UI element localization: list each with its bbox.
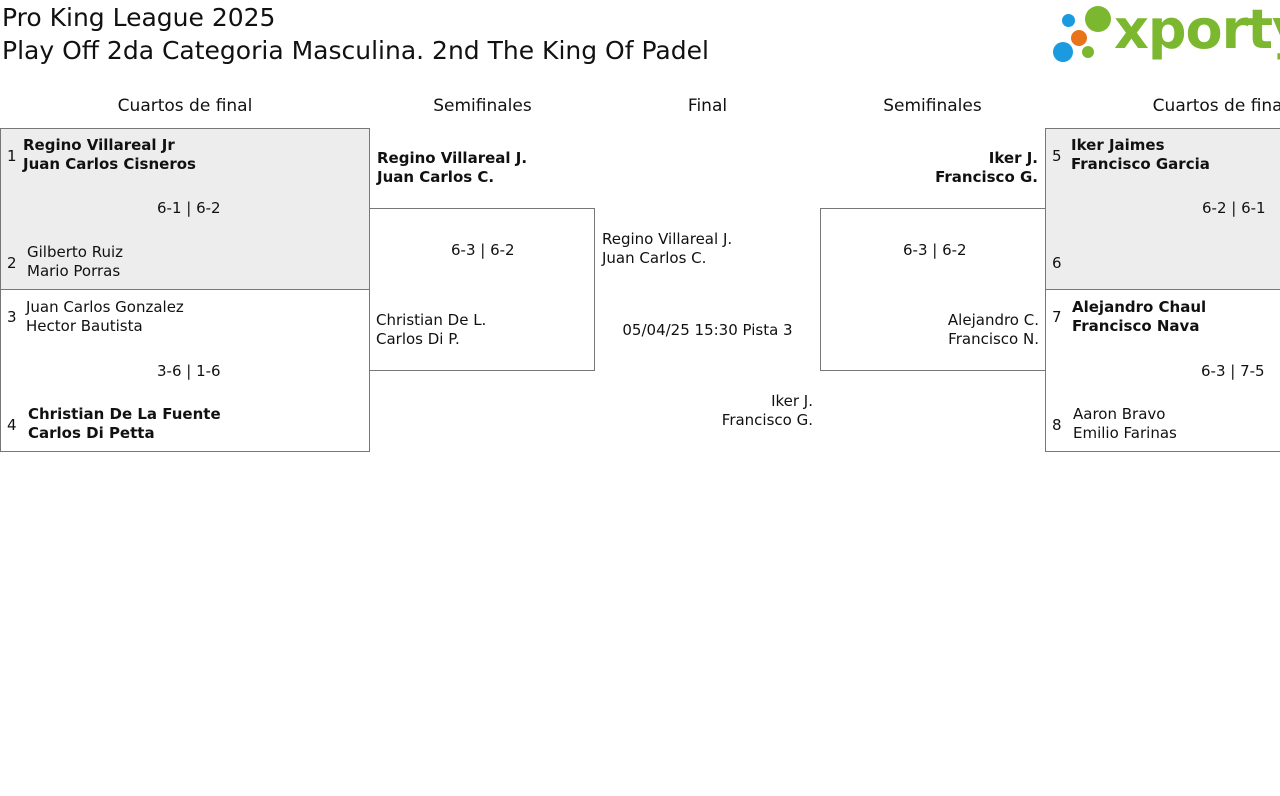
player-name: Juan Carlos C. [377, 168, 495, 186]
player-name: Alejandro C. [947, 311, 1039, 329]
match-score: 6-2 | 6-1 [1202, 199, 1266, 217]
seed-number: 2 [7, 254, 17, 272]
xporty-logo[interactable]: xporty [1052, 0, 1280, 68]
logo-wordmark: xporty [1114, 0, 1280, 61]
team-sf-right-a[interactable]: Iker J. Francisco G. [935, 149, 1038, 187]
team-final-a[interactable]: Regino Villareal J. Juan Carlos C. [602, 230, 732, 268]
logo-dot-green-bottom [1082, 46, 1094, 58]
logo-dot-blue-bottom [1053, 42, 1073, 62]
team-qf4-b[interactable]: Aaron Bravo Emilio Farinas [1073, 405, 1177, 443]
player-name: Francisco G. [935, 168, 1038, 186]
match-qf2[interactable]: 3 Juan Carlos Gonzalez Hector Bautista 3… [0, 289, 370, 452]
match-qf1[interactable]: 1 Regino Villareal Jr Juan Carlos Cisner… [0, 128, 370, 290]
team-qf3-a[interactable]: Iker Jaimes Francisco Garcia [1071, 136, 1210, 174]
match-sf-left[interactable]: 6-3 | 6-2 Christian De L. Carlos Di P. [369, 208, 595, 371]
player-name: Carlos Di Petta [28, 424, 155, 442]
match-score: 6-1 | 6-2 [157, 199, 221, 217]
match-qf3[interactable]: 5 Iker Jaimes Francisco Garcia 6-2 | 6-1… [1045, 128, 1280, 290]
player-name: Gilberto Ruiz [27, 243, 123, 261]
logo-dot-orange [1071, 30, 1087, 46]
team-sf-right-b[interactable]: Alejandro C. Francisco N. [948, 311, 1039, 349]
final-schedule: 05/04/25 15:30 Pista 3 [622, 321, 793, 339]
player-name: Francisco N. [948, 330, 1039, 348]
team-sf-left-a[interactable]: Regino Villareal J. Juan Carlos C. [377, 149, 527, 187]
match-score: 6-3 | 7-5 [1201, 362, 1265, 380]
seed-number: 4 [7, 416, 17, 434]
page-title: Pro King League 2025 [2, 3, 276, 32]
player-name: Christian De La Fuente [28, 405, 221, 423]
player-name: Carlos Di P. [376, 330, 460, 348]
player-name: Iker J. [988, 149, 1038, 167]
player-name: Alejandro Chaul [1072, 298, 1207, 316]
player-name: Juan Carlos C. [602, 249, 707, 267]
player-name: Regino Villareal J. [602, 230, 733, 248]
logo-dot-green-top [1085, 6, 1111, 32]
player-name: Juan Carlos Gonzalez [26, 298, 184, 316]
team-final-b[interactable]: Iker J. Francisco G. [722, 392, 813, 430]
seed-number: 3 [7, 308, 17, 326]
seed-number: 1 [7, 147, 17, 165]
team-sf-left-b[interactable]: Christian De L. Carlos Di P. [376, 311, 486, 349]
round-header-final: Final [687, 96, 728, 116]
player-name: Francisco Garcia [1071, 155, 1210, 173]
player-name: Emilio Farinas [1073, 424, 1177, 442]
player-name: Iker J. [771, 392, 813, 410]
round-header-right-quarterfinals: Cuartos de final [1152, 96, 1280, 116]
player-name: Aaron Bravo [1073, 405, 1166, 423]
team-qf1-a[interactable]: Regino Villareal Jr Juan Carlos Cisneros [23, 136, 196, 174]
seed-number: 6 [1052, 254, 1062, 272]
logo-dot-blue-top [1062, 14, 1075, 27]
seed-number: 8 [1052, 416, 1062, 434]
player-name: Christian De L. [376, 311, 487, 329]
match-sf-right[interactable]: 6-3 | 6-2 Alejandro C. Francisco N. [820, 208, 1046, 371]
player-name: Francisco Nava [1072, 317, 1200, 335]
team-qf4-a[interactable]: Alejandro Chaul Francisco Nava [1072, 298, 1206, 336]
team-qf1-b[interactable]: Gilberto Ruiz Mario Porras [27, 243, 123, 281]
player-name: Hector Bautista [26, 317, 143, 335]
player-name: Regino Villareal Jr [23, 136, 175, 154]
team-qf2-b[interactable]: Christian De La Fuente Carlos Di Petta [28, 405, 221, 443]
seed-number: 7 [1052, 308, 1062, 326]
match-score: 3-6 | 1-6 [157, 362, 221, 380]
match-score: 6-3 | 6-2 [451, 241, 515, 259]
player-name: Regino Villareal J. [377, 149, 528, 167]
page-subtitle: Play Off 2da Categoria Masculina. 2nd Th… [2, 36, 709, 65]
round-header-right-semifinals: Semifinales [883, 96, 982, 116]
player-name: Mario Porras [27, 262, 121, 280]
team-qf2-a[interactable]: Juan Carlos Gonzalez Hector Bautista [26, 298, 184, 336]
player-name: Iker Jaimes [1071, 136, 1165, 154]
player-name: Juan Carlos Cisneros [23, 155, 196, 173]
match-qf4[interactable]: 7 Alejandro Chaul Francisco Nava 6-3 | 7… [1045, 289, 1280, 452]
round-header-left-semifinals: Semifinales [433, 96, 532, 116]
round-header-left-quarterfinals: Cuartos de final [117, 96, 253, 116]
seed-number: 5 [1052, 147, 1062, 165]
match-score: 6-3 | 6-2 [903, 241, 967, 259]
player-name: Francisco G. [721, 411, 813, 429]
